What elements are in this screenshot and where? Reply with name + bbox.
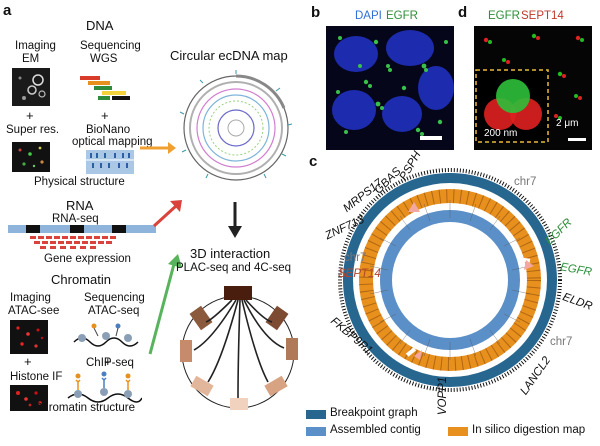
chip-seq-label: ChIP-seq (86, 357, 134, 369)
panel-b-micrograph (326, 26, 454, 150)
optical-map-graphic (86, 150, 134, 174)
dna-title: DNA (86, 18, 114, 33)
panel-letter-d: d (458, 4, 468, 21)
super-res-image (12, 142, 50, 172)
chromatin-plus-left: + (24, 354, 32, 369)
bionano-label: BioNano (86, 124, 131, 136)
panel-b-stain-egfr: EGFR (386, 10, 418, 22)
atac-see-image (10, 320, 48, 354)
chromatin-plus-right: + (104, 354, 112, 369)
label-vopp1: VOPP1 (437, 376, 450, 416)
legend-label-breakpoint: Breakpoint graph (330, 407, 418, 419)
optical-mapping-label: optical mapping (72, 136, 153, 148)
dna-imaging-label: Imaging (15, 40, 56, 52)
chip-seq-graphic (67, 371, 142, 403)
panel-letter-c: c (309, 153, 318, 170)
gene-expression-label: Gene expression (44, 253, 131, 265)
chromatin-imaging-method: ATAC-see (8, 305, 60, 317)
panel-d-stain-egfr: EGFR (488, 10, 520, 22)
label-chr7-top: chr7 (514, 176, 537, 188)
dna-plus-left: + (26, 108, 34, 123)
orange-arrow (140, 142, 176, 154)
em-image (12, 68, 50, 106)
interaction-title: 3D interaction (190, 246, 271, 261)
legend-label-digestion: In silico digestion map (472, 424, 586, 436)
rna-method: RNA-seq (52, 213, 99, 225)
green-arrow (148, 254, 182, 355)
circular-ecdna-map-graphic (179, 70, 293, 181)
rna-seq-graphic (8, 225, 156, 249)
black-down-arrow (228, 202, 242, 238)
legend-label-contig: Assembled contig (330, 424, 421, 436)
wgs-reads-graphic (80, 76, 130, 100)
panel-d-micrograph (474, 26, 592, 150)
panel-b-stain-dapi: DAPI (355, 10, 382, 22)
chromatin-imaging-label: Imaging (10, 292, 51, 304)
physical-structure-label: Physical structure (34, 176, 125, 188)
label-eldr: ELDR (560, 291, 594, 313)
chromatin-sequencing-label: Sequencing (84, 292, 145, 304)
interaction-subtitle: PLAC-seq and 4C-seq (176, 262, 292, 274)
panel-letter-a: a (3, 2, 12, 19)
rna-title: RNA (66, 198, 94, 213)
label-egfr-right: EGFR (559, 261, 593, 279)
interaction-diagram (180, 286, 298, 410)
legend-swatch-contig (306, 427, 326, 436)
panel-d-scale: 2 μm (556, 118, 579, 129)
dna-plus-right: + (101, 108, 109, 123)
label-chr7-left: chr7 (344, 252, 367, 264)
chromatin-title: Chromatin (51, 272, 111, 287)
dna-sequencing-label: Sequencing (80, 40, 141, 52)
legend-swatch-breakpoint (306, 410, 326, 419)
chromatin-structure-label: Chromatin structure (34, 402, 135, 414)
legend-swatch-digestion (448, 427, 468, 436)
red-arrow (152, 200, 182, 228)
panel-letter-b: b (311, 4, 321, 21)
dna-sequencing-method: WGS (90, 53, 118, 65)
panel-c-circos-plot (338, 168, 562, 392)
chromatin-sequencing-method: ATAC-seq (88, 305, 140, 317)
label-chr7-bottom: chr7 (550, 336, 573, 348)
label-sept14: SEPT14 (338, 268, 381, 280)
dna-imaging-method: EM (22, 53, 40, 65)
super-res-label: Super res. (6, 124, 60, 136)
atac-seq-graphic (73, 323, 139, 347)
panel-d-stain-sept14: SEPT14 (521, 10, 564, 22)
histone-if-label: Histone IF (10, 371, 63, 383)
panel-d-inset-scale: 200 nm (484, 128, 518, 139)
histone-if-image (10, 385, 48, 411)
circular-map-title: Circular ecDNA map (170, 48, 288, 63)
